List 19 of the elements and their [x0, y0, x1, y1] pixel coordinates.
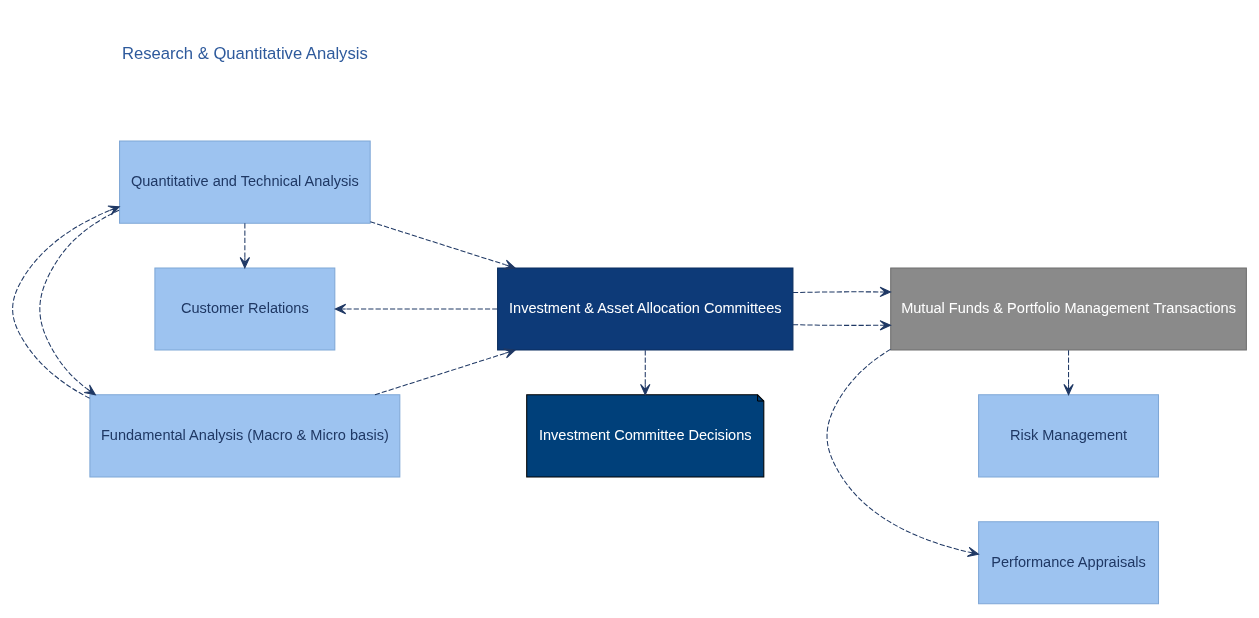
- arrow: [792, 286, 892, 298]
- arrow: [334, 303, 498, 315]
- arrow: [369, 221, 516, 270]
- node-box: Risk Management: [978, 394, 1159, 478]
- arrow: [826, 348, 979, 558]
- node-box: Quantitative and Technical Analysis: [119, 140, 371, 224]
- node-box: Fundamental Analysis (Macro & Micro basis): [89, 394, 401, 478]
- arrow: [374, 348, 516, 396]
- arrow: [239, 222, 251, 269]
- node-box: Performance Appraisals: [978, 521, 1159, 605]
- arrow: [640, 349, 651, 396]
- arrow: [792, 320, 892, 331]
- arrow: [1063, 349, 1074, 396]
- arrow: [39, 209, 120, 396]
- label: Research & Quantitative Analysis: [121, 44, 368, 64]
- node-box: Mutual Funds & Portfolio Management Transactions: [890, 267, 1247, 351]
- node-box: Customer Relations: [154, 267, 336, 351]
- arrow: [12, 205, 120, 399]
- node-box: Investment & Asset Allocation Committees: [497, 267, 794, 351]
